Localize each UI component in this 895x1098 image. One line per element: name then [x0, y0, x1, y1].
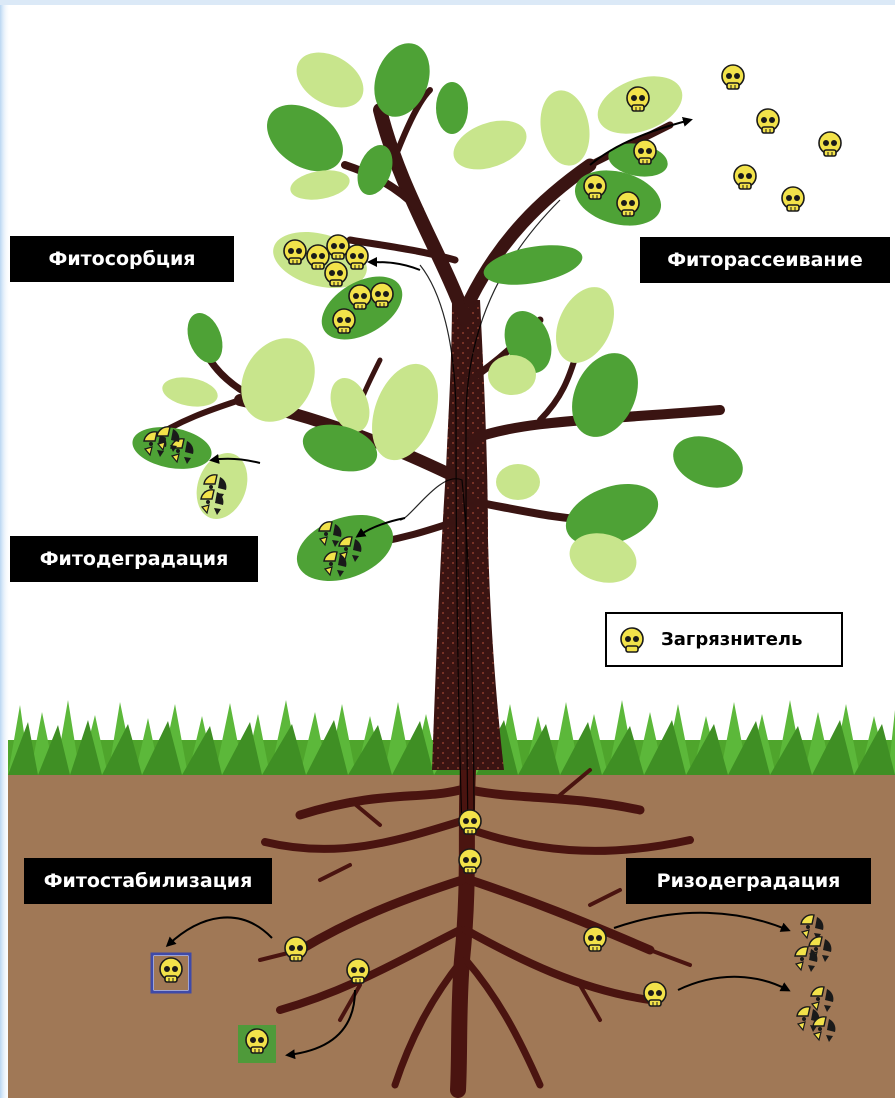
label-phytosorption: Фитосорбция [10, 236, 234, 282]
stabilized-green [238, 1025, 276, 1063]
label-phytodegradation: Фитодеградация [10, 536, 258, 582]
legend: Загрязнитель [605, 612, 843, 667]
pollutant-skull-icon [617, 625, 647, 655]
label-phytostabilization: Фитостабилизация [24, 858, 272, 904]
label-rhizodegradation: Ризодеградация [626, 858, 871, 904]
leaves [129, 35, 750, 593]
label-phytovolatilization: Фиторассеивание [640, 237, 890, 283]
top-edge [0, 0, 895, 5]
stabilized-blue [152, 954, 190, 992]
volatilized-pollutants [722, 65, 841, 211]
legend-label: Загрязнитель [661, 629, 803, 650]
